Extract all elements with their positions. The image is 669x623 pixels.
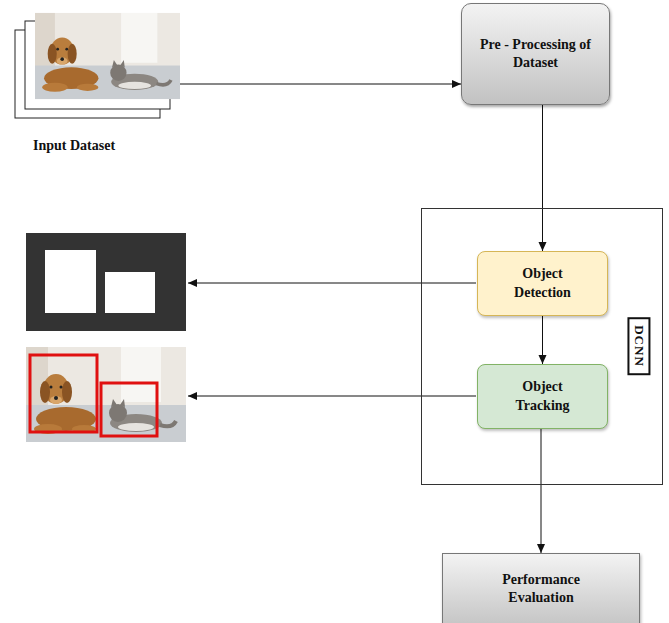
flow-arrow xyxy=(541,429,542,553)
box-label: Object Detection xyxy=(497,265,589,301)
text-holder: Object Tracking xyxy=(497,378,589,414)
flow-arrow xyxy=(180,84,461,85)
vertical-label: DCNN xyxy=(628,317,651,375)
process-box: Object Tracking xyxy=(477,364,608,429)
box-label: Performance Evaluation xyxy=(485,571,597,607)
text-holder: Performance Evaluation xyxy=(485,571,597,607)
network-frame: DCNN Object DetectionObject Tracking xyxy=(421,208,663,485)
flow-arrow xyxy=(542,316,543,364)
process-box: Performance Evaluation xyxy=(442,553,640,623)
box-label: Object Tracking xyxy=(497,378,589,414)
process-box: Object Detection xyxy=(477,251,608,316)
input-dataset: Input Dataset xyxy=(15,12,180,157)
text-holder: Pre - Processing of Dataset xyxy=(475,36,597,72)
process-box: Pre - Processing of Dataset xyxy=(461,3,610,105)
box-label: Pre - Processing of Dataset xyxy=(475,36,597,72)
text-holder: Object Detection xyxy=(497,265,589,301)
flow-arrow xyxy=(542,105,543,251)
dataset-label: Input Dataset xyxy=(33,137,115,155)
